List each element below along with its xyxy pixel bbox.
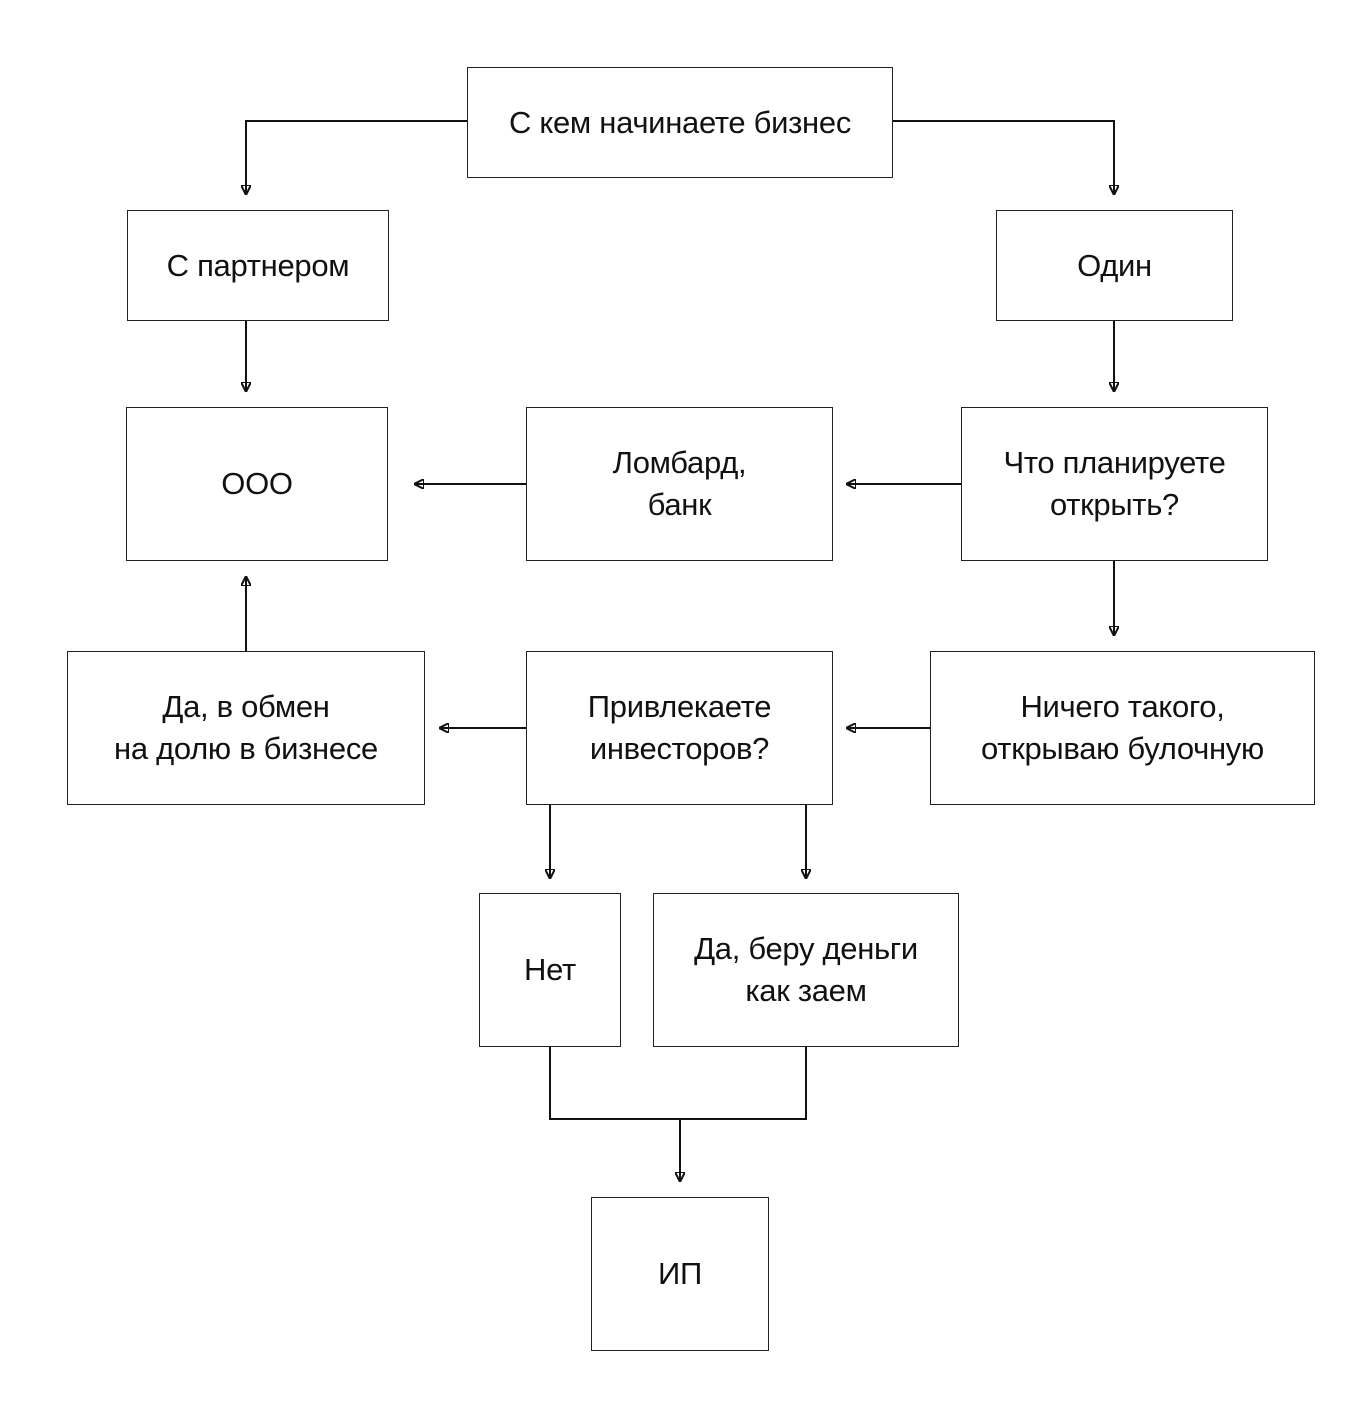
node-bakery-label: Ничего такого, открываю булочную	[981, 686, 1264, 770]
node-alone-label: Один	[1077, 245, 1152, 287]
node-no-line-1: Нет	[524, 952, 576, 987]
node-partner: С партнером	[127, 210, 389, 321]
node-start-label: С кем начинаете бизнес	[509, 102, 851, 144]
node-bakery: Ничего такого, открываю булочную	[930, 651, 1315, 805]
node-ip-line-1: ИП	[658, 1256, 702, 1291]
node-ooo-label: ООО	[221, 463, 293, 505]
node-no-label: Нет	[524, 949, 576, 991]
node-pawnshop-line-2: банк	[647, 487, 712, 522]
node-plan-label: Что планируете открыть?	[1003, 442, 1225, 526]
node-investors: Привлекаете инвесторов?	[526, 651, 833, 805]
edge-loan-to-ip	[680, 1047, 807, 1120]
node-start: С кем начинаете бизнес	[467, 67, 893, 178]
node-partner-label: С партнером	[167, 245, 350, 287]
node-loan-label: Да, беру деньги как заем	[694, 928, 918, 1012]
node-partner-line-1: С партнером	[166, 247, 350, 283]
node-ooo-line-1: ООО	[221, 466, 293, 501]
node-investors-label: Привлекаете инвесторов?	[587, 686, 772, 770]
node-plan: Что планируете открыть?	[961, 407, 1268, 561]
node-loan-line-1: Да, беру деньги	[694, 931, 918, 966]
node-investors-line-1: Привлекаете	[587, 689, 772, 724]
node-plan-line-1: Что планируете	[1003, 445, 1226, 480]
node-investors-line-2: инвесторов?	[589, 731, 770, 766]
node-pawnshop-line-1: Ломбард,	[612, 445, 747, 480]
edge-start-to-alone	[893, 120, 1114, 194]
node-loan: Да, беру деньги как заем	[653, 893, 959, 1047]
node-share-line-1: Да, в обмен	[162, 689, 330, 724]
node-loan-line-2: как заем	[745, 973, 867, 1008]
node-share-line-2: на долю в бизнесе	[114, 731, 378, 766]
node-start-line-1: С кем начинаете бизнес	[508, 104, 852, 140]
node-bakery-line-2: открываю булочную	[981, 731, 1264, 766]
node-no: Нет	[479, 893, 621, 1047]
node-share: Да, в обмен на долю в бизнесе	[67, 651, 425, 805]
node-share-label: Да, в обмен на долю в бизнесе	[114, 686, 378, 770]
node-bakery-line-1: Ничего такого,	[1020, 689, 1225, 724]
node-ip-label: ИП	[658, 1253, 702, 1295]
node-pawnshop-label: Ломбард, банк	[613, 442, 747, 526]
node-ip: ИП	[591, 1197, 769, 1351]
node-ooo: ООО	[126, 407, 388, 561]
edge-start-to-partner	[246, 120, 467, 194]
node-alone-line-1: Один	[1077, 247, 1152, 283]
node-alone: Один	[996, 210, 1233, 321]
node-plan-line-2: открыть?	[1049, 487, 1180, 522]
node-pawnshop: Ломбард, банк	[526, 407, 833, 561]
edge-no-to-ip	[549, 1047, 680, 1120]
